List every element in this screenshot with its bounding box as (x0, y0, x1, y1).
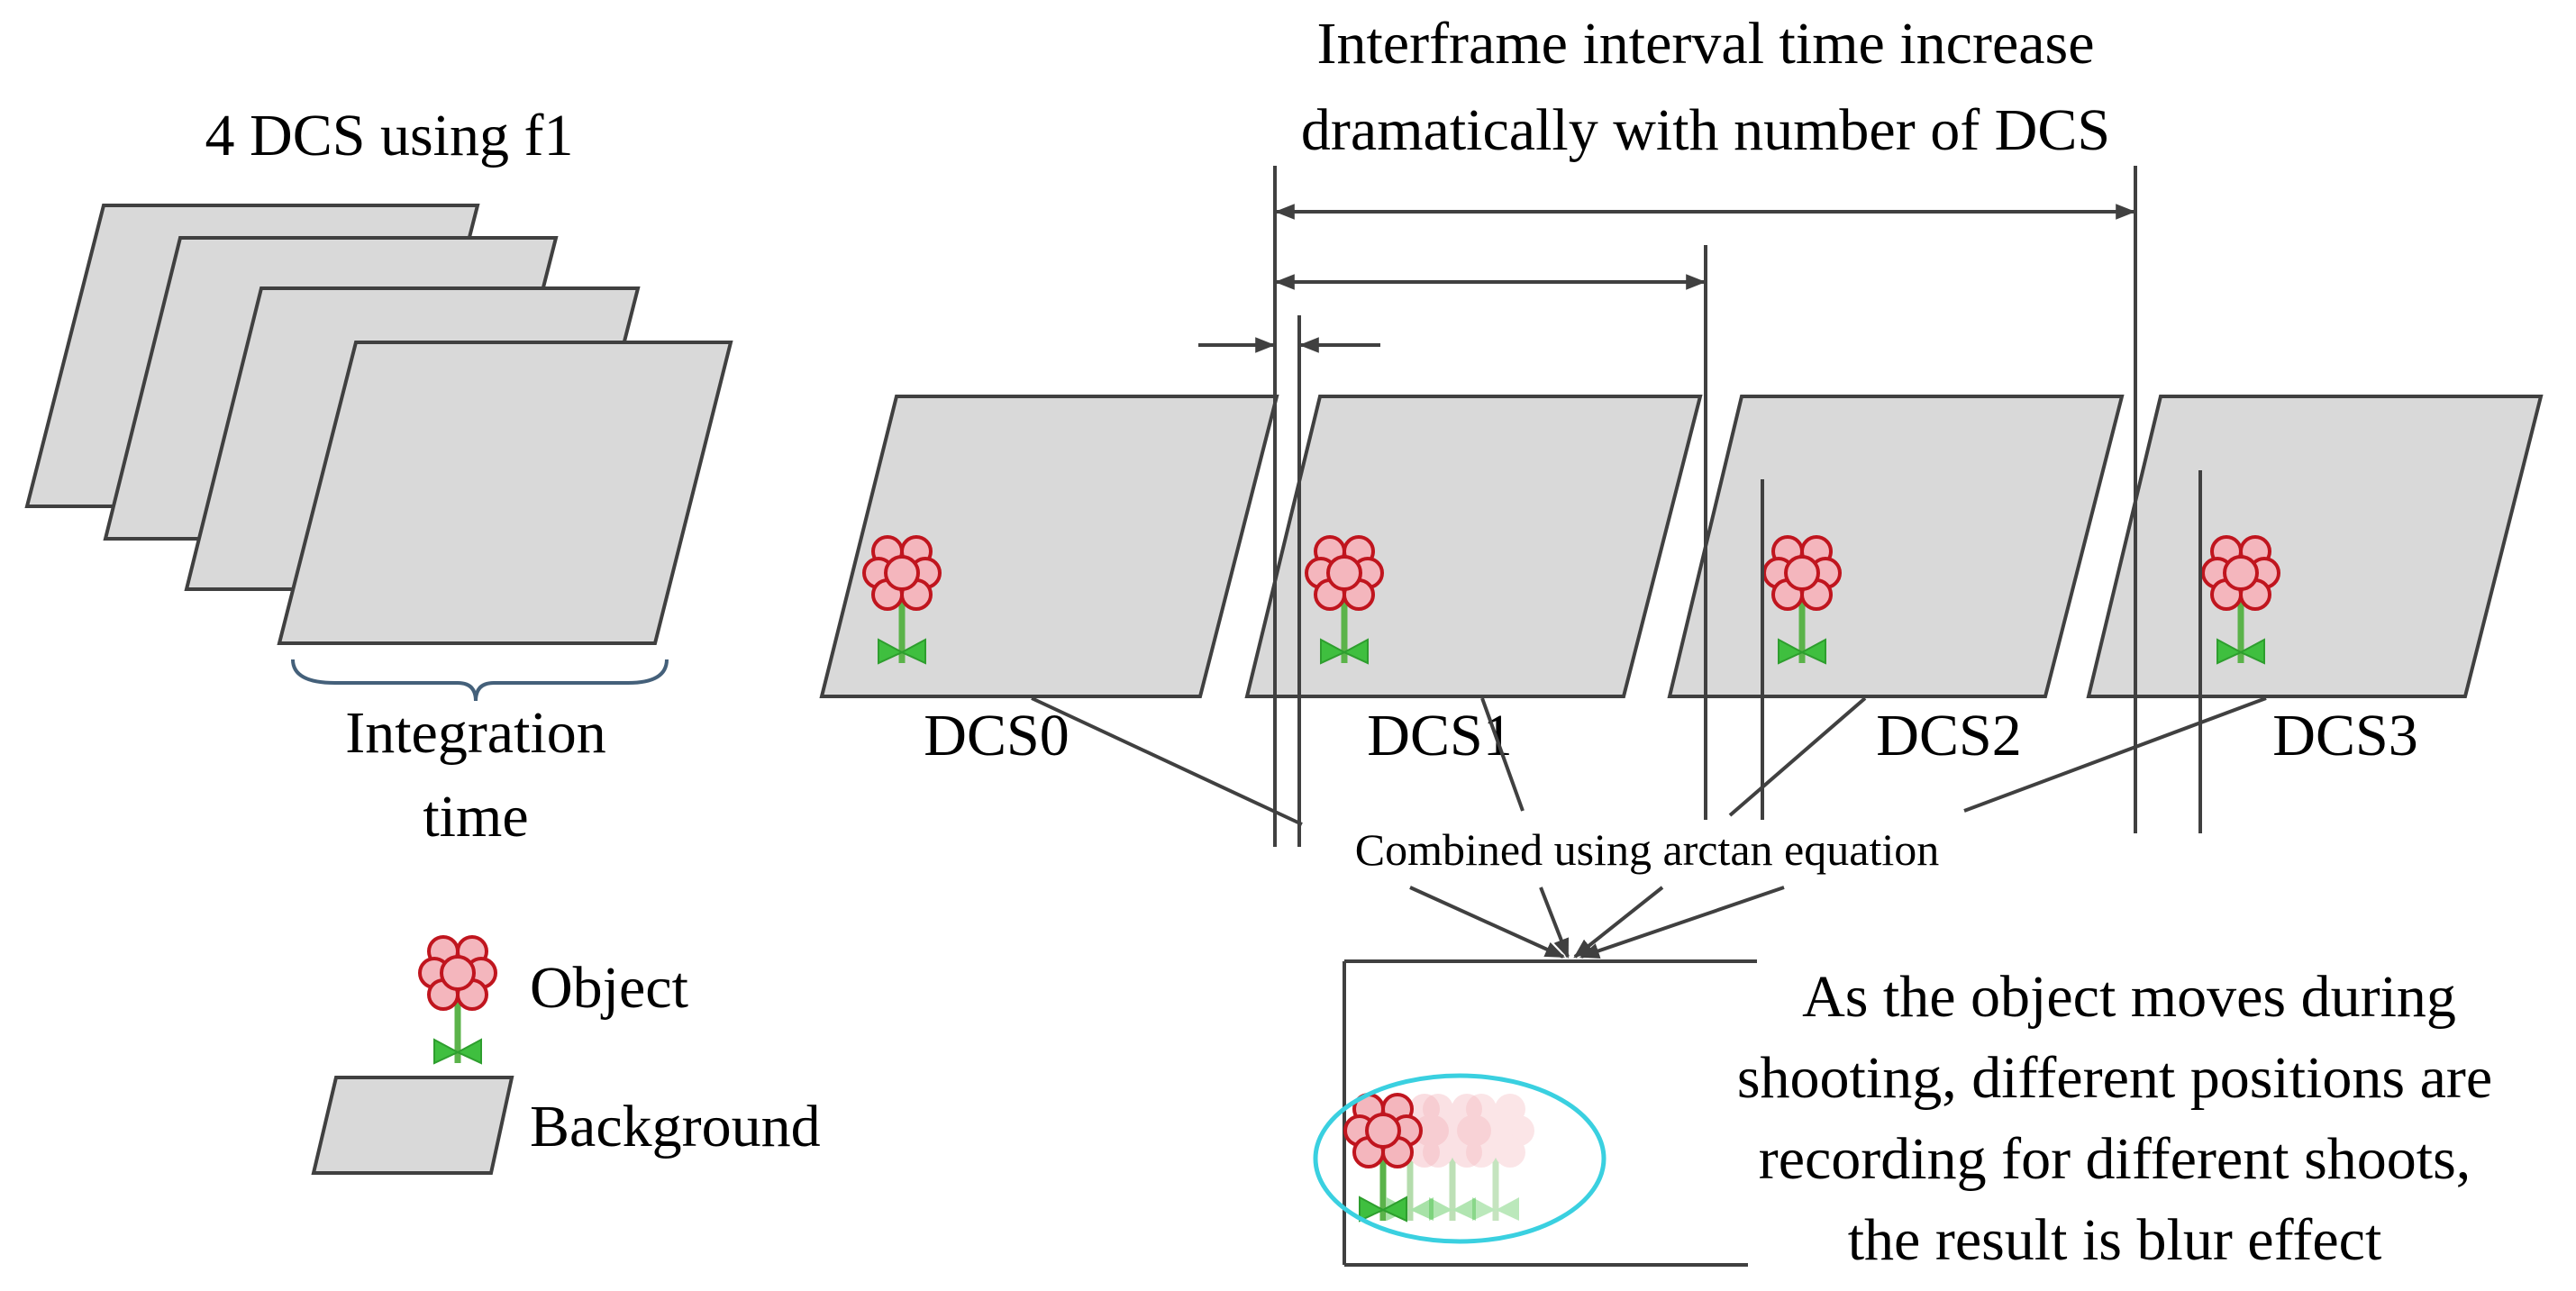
combine-arrow-2 (1539, 886, 1570, 959)
integration-time-line1: Integration (345, 700, 606, 766)
left-title: 4 DCS using f1 (205, 103, 574, 168)
legend-background-label: Background (530, 1094, 821, 1159)
combine-arrows (1409, 886, 1785, 959)
combine-label: Combined using arctan equation (1355, 824, 1939, 875)
interval-arrows (1198, 204, 2136, 353)
dcs1-label: DCS1 (1367, 703, 1512, 768)
connector-dcs0 (1031, 696, 1303, 826)
dcs0-label: DCS0 (924, 703, 1069, 768)
legend-object-label: Object (530, 955, 688, 1021)
integration-time-line2: time (423, 784, 528, 850)
dcs3-label: DCS3 (2272, 703, 2417, 768)
legend-background-swatch (311, 1076, 514, 1175)
connector-dcs2 (1728, 696, 1867, 817)
right-title-line1: Interframe interval time increase (1316, 11, 2094, 77)
stacked-frame-4 (277, 341, 733, 645)
blurred-objects (1345, 1094, 1534, 1221)
right-title-line2: dramatically with number of DCS (1301, 97, 2110, 163)
dcs-connectors (1031, 696, 2267, 826)
combine-arrow-4 (1579, 886, 1785, 959)
combine-arrow-3 (1573, 886, 1664, 959)
result-text-line3: recording for different shoots, (1759, 1126, 2471, 1192)
result-frame (1343, 959, 1757, 1267)
result-text-line4: the result is blur effect (1848, 1207, 2382, 1273)
legend-flower-icon (420, 937, 496, 1063)
connector-dcs1 (1480, 697, 1525, 812)
dcs2-frame (1667, 395, 2125, 698)
integration-brace (291, 659, 669, 702)
result-text-line1: As the object moves during (1802, 964, 2456, 1030)
stacked-frames (24, 204, 733, 645)
combine-arrow-1 (1409, 886, 1566, 959)
dcs-frames (819, 395, 2544, 698)
blur-highlight-ellipse (1313, 1073, 1607, 1244)
dcs1-frame (1244, 395, 1703, 698)
dcs3-frame (2086, 395, 2544, 698)
result-text-line2: shooting, different positions are (1737, 1045, 2492, 1111)
dcs0-frame (819, 395, 1279, 698)
dcs2-label: DCS2 (1876, 703, 2021, 768)
connector-dcs3 (1963, 696, 2267, 813)
